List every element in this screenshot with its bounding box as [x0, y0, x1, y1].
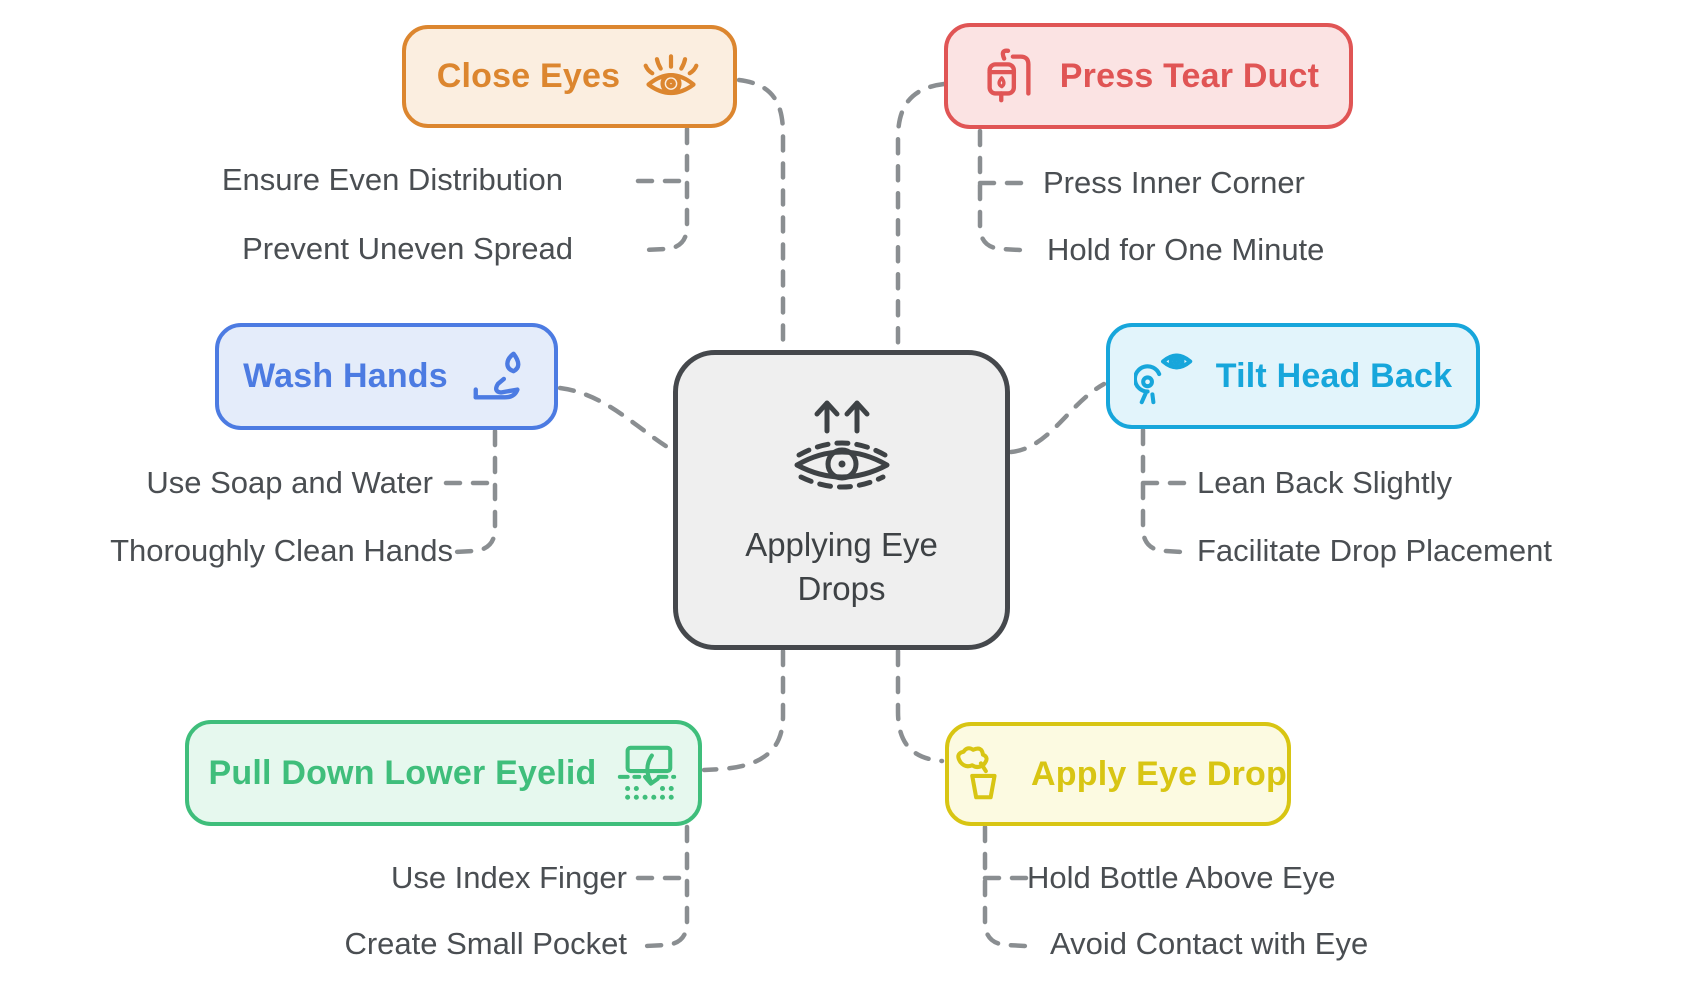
hand-water-drop-icon — [468, 346, 530, 408]
sub-item-thoroughly-clean-hands: Thoroughly Clean Hands — [110, 533, 453, 568]
connector-center-close-eyes — [736, 77, 786, 353]
sub-item-lean-back-slightly: Lean Back Slightly — [1197, 465, 1453, 500]
eye-lashes-icon — [640, 47, 702, 107]
connector-close-eyes-items — [642, 126, 690, 253]
hand-dropper-cup-icon — [949, 743, 1011, 805]
sub-item-avoid-contact-with-eye: Avoid Contact with Eye — [1050, 926, 1369, 961]
connector-apply-drop-items — [982, 824, 1028, 949]
sub-item-prevent-uneven-spread: Prevent Uneven Spread — [242, 231, 573, 266]
node-close-eyes: Close Eyes — [402, 25, 737, 128]
sub-item-ensure-even-distribution: Ensure Even Distribution — [221, 162, 563, 197]
node-press-tear-duct: Press Tear Duct — [944, 23, 1353, 129]
node-pull-down-lower-eyelid-label: Pull Down Lower Eyelid — [208, 753, 597, 792]
node-pull-down-lower-eyelid: Pull Down Lower Eyelid — [185, 720, 702, 826]
node-tilt-head-back: Tilt Head Back — [1106, 323, 1480, 429]
sub-item-create-small-pocket: Create Small Pocket — [344, 926, 627, 961]
connector-pull-eyelid-items — [643, 824, 690, 949]
connector-center-press-tear-duct — [895, 81, 947, 353]
tilted-head-eye-icon — [1133, 345, 1196, 407]
sub-item-facilitate-drop-placement: Facilitate Drop Placement — [1197, 533, 1552, 568]
node-wash-hands: Wash Hands — [215, 323, 558, 430]
node-apply-eye-drop-label: Apply Eye Drop — [1031, 754, 1287, 793]
sub-item-use-index-finger: Use Index Finger — [390, 860, 627, 895]
node-close-eyes-label: Close Eyes — [436, 57, 621, 95]
connector-press-tear-duct-items — [977, 128, 1023, 253]
center-title: Applying Eye Drops — [745, 526, 938, 607]
connector-wash-hands-items — [452, 428, 498, 555]
drip-bag-icon — [978, 45, 1040, 107]
connector-center-tilt-head-back — [1008, 381, 1107, 455]
connector-center-apply-eye-drop — [895, 648, 945, 764]
sub-item-hold-for-one-minute: Hold for One Minute — [1047, 232, 1325, 267]
connector-center-wash-hands — [557, 385, 675, 453]
node-wash-hands-label: Wash Hands — [243, 357, 448, 395]
pull-down-eyelid-icon — [616, 742, 678, 804]
sub-item-use-soap-and-water: Use Soap and Water — [146, 465, 433, 500]
node-apply-eye-drop: Apply Eye Drop — [945, 722, 1291, 826]
node-press-tear-duct-label: Press Tear Duct — [1059, 56, 1320, 95]
connector-tilt-head-items — [1140, 427, 1186, 555]
connector-center-pull-down-eyelid — [701, 648, 786, 773]
sub-item-press-inner-corner: Press Inner Corner — [1043, 165, 1305, 200]
node-applying-eye-drops: Applying Eye Drops — [673, 350, 1010, 650]
sub-item-hold-bottle-above-eye: Hold Bottle Above Eye — [1027, 860, 1336, 895]
eye-with-up-arrows-icon — [767, 389, 917, 517]
node-tilt-head-back-label: Tilt Head Back — [1215, 356, 1453, 395]
